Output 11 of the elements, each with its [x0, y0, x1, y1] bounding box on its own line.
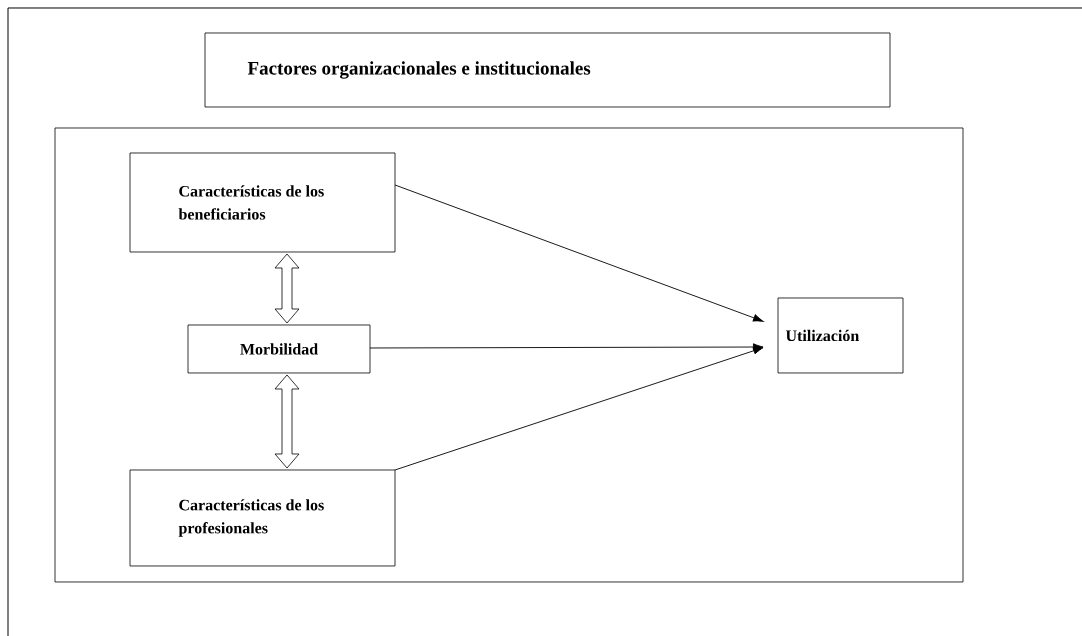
group-box	[54, 127, 964, 583]
arrow	[369, 343, 764, 351]
double-arrow	[274, 374, 300, 469]
double-arrow	[274, 253, 300, 324]
process-box: Morbilidad	[187, 324, 371, 374]
process-box: Características de los profesionales	[129, 469, 396, 567]
process-box: Utilización	[777, 297, 904, 374]
process-box: Características de los beneficiarios	[129, 152, 396, 253]
arrow	[394, 184, 764, 322]
arrow	[394, 347, 764, 471]
title-box: Factores organizacionales e institucionales	[204, 32, 891, 108]
